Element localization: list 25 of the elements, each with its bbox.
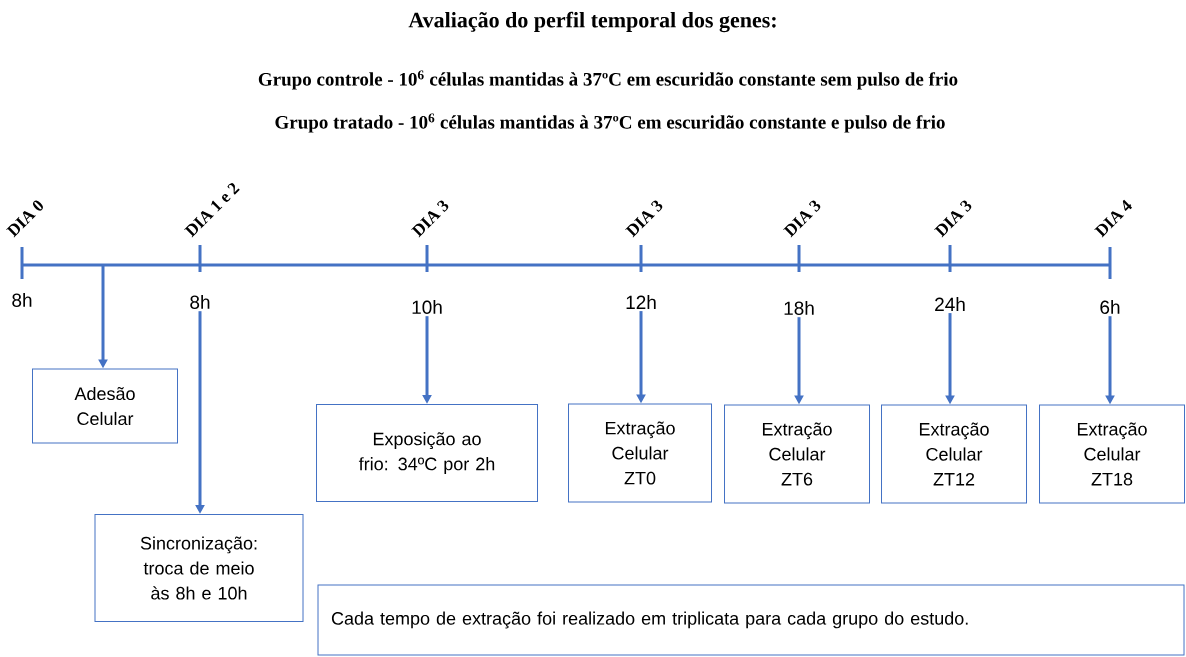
day-label: DIA 0	[6, 200, 43, 238]
step-box: Extração Celular ZT12	[881, 404, 1027, 504]
time-label: 10h	[412, 300, 442, 314]
step-box: Exposição ao frio: 34ºC por 2h	[316, 404, 538, 502]
time-label: 8h	[12, 293, 32, 307]
day-label: DIA 4	[1094, 199, 1133, 238]
note-box: Cada tempo de extração foi realizado em triplicata para cada grupo do estudo.	[317, 584, 1185, 656]
group-description: Grupo controle - 10$^{6}$ células mantidas à 37ºC em escuridão constante sem pulso de frio	[258, 70, 958, 90]
day-label: DIA 3	[934, 200, 972, 238]
day-label: DIA 3	[783, 200, 821, 238]
day-label: DIA 1 e 2	[184, 183, 240, 238]
time-label: 24h	[935, 297, 965, 311]
step-box: Adesão Celular	[32, 368, 178, 444]
time-label: 18h	[784, 301, 814, 315]
group-description: Grupo tratado - 10$^{6}$ células mantidas à 37ºC em escuridão constante e pulso de frio	[275, 113, 945, 133]
step-box: Extração Celular ZT0	[568, 403, 712, 503]
step-box: Extração Celular ZT18	[1039, 404, 1185, 504]
time-label: 6h	[1100, 300, 1120, 314]
step-box: Extração Celular ZT6	[724, 404, 870, 504]
day-label: DIA 3	[625, 200, 663, 238]
title: Avaliação do perfil temporal dos genes:	[408, 11, 776, 33]
time-label: 12h	[626, 295, 656, 309]
time-label: 8h	[190, 295, 210, 309]
day-label: DIA 3	[411, 200, 449, 238]
step-box: Sincronização: troca de meio às 8h e 10h	[94, 514, 304, 622]
